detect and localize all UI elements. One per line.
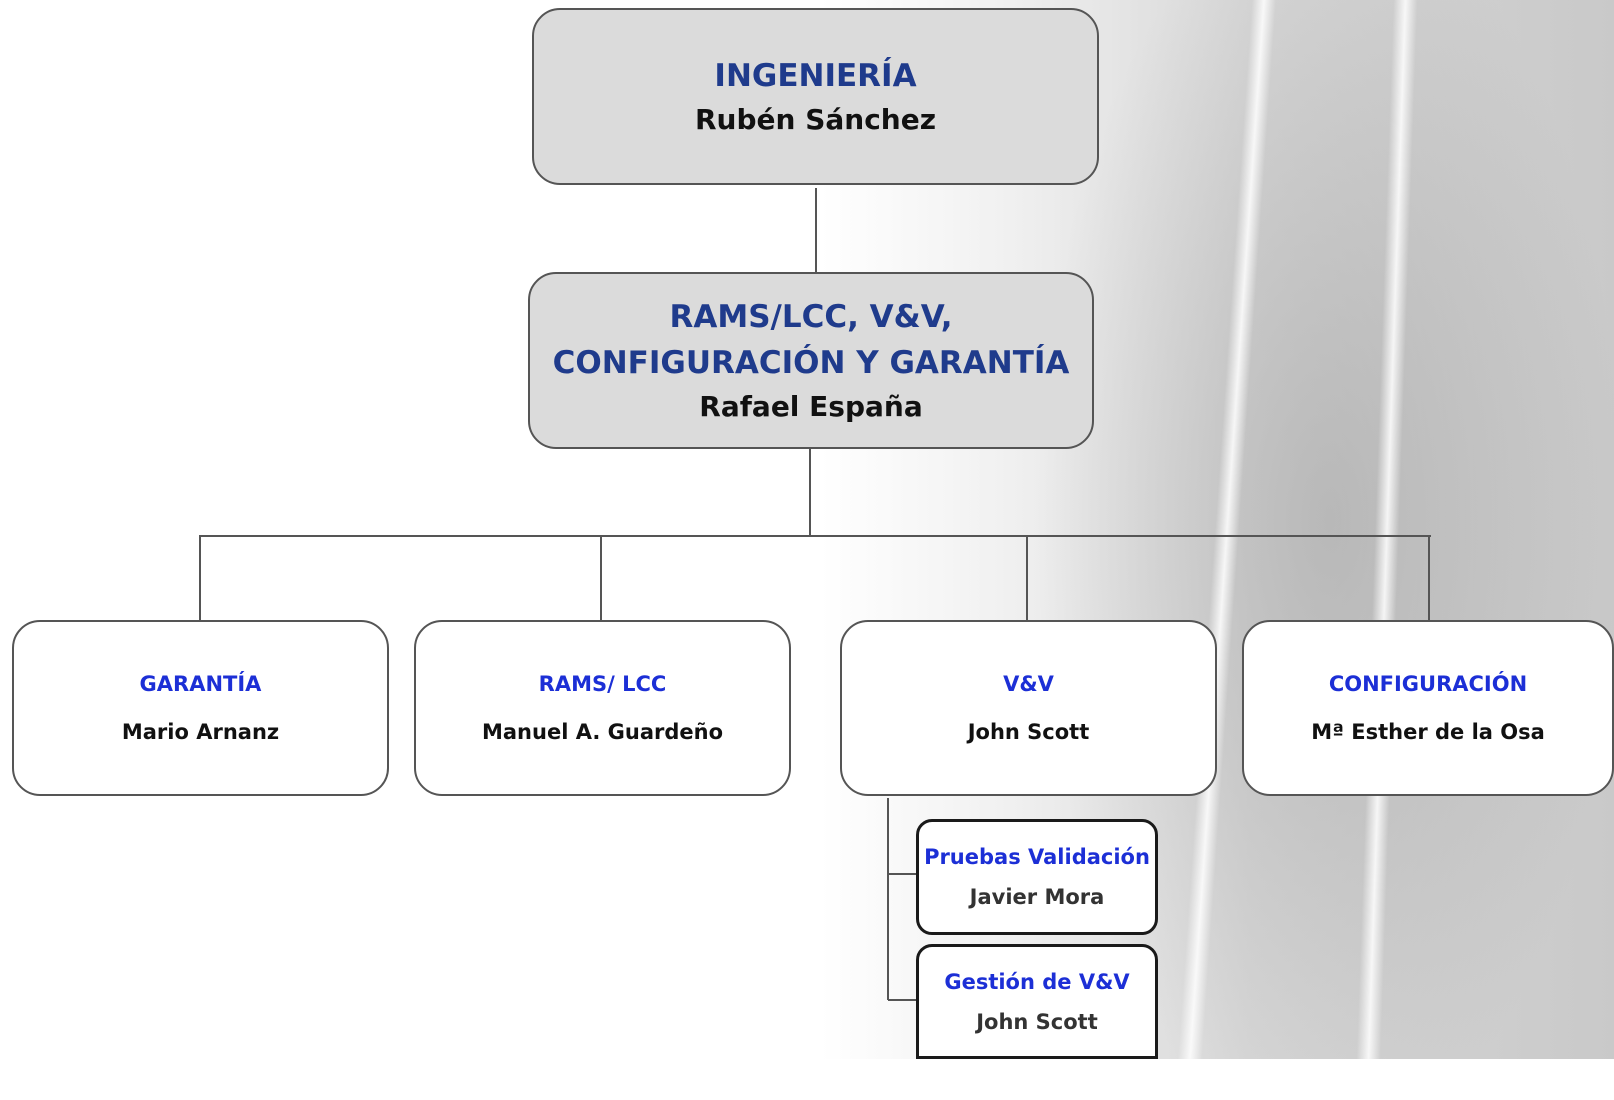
ingenieria-head-name: Rubén Sánchez (694, 102, 937, 136)
configuracion-title: CONFIGURACIÓN (1328, 672, 1528, 696)
pruebas-validacion-head-name: Javier Mora (969, 885, 1105, 909)
configuracion-box: CONFIGURACIÓN Mª Esther de la Osa (1242, 620, 1614, 796)
pruebas-validacion-title: Pruebas Validación (924, 845, 1150, 869)
pruebas-validacion-box: Pruebas Validación Javier Mora (916, 819, 1158, 935)
configuracion-head-name: Mª Esther de la Osa (1311, 720, 1545, 744)
gestion-vv-title: Gestión de V&V (944, 969, 1130, 994)
rams-lcc-box: RAMS/ LCC Manuel A. Guardeño (414, 620, 791, 796)
rams-lcc-head-name: Manuel A. Guardeño (481, 720, 724, 744)
vv-title: V&V (1003, 672, 1054, 696)
garantia-head-name: Mario Arnanz (121, 720, 280, 744)
gestion-vv-box: Gestión de V&V John Scott (916, 944, 1158, 1059)
ingenieria-box: INGENIERÍA Rubén Sánchez (532, 8, 1099, 185)
vv-box: V&V John Scott (840, 620, 1217, 796)
rams-lcc-title: RAMS/ LCC (538, 672, 667, 696)
rams-vv-title-line1: RAMS/LCC, V&V, (669, 298, 953, 335)
rams-vv-head-name: Rafael España (699, 389, 923, 423)
rams-vv-config-garantia-box: RAMS/LCC, V&V, CONFIGURACIÓN Y GARANTÍA … (528, 272, 1094, 449)
vv-head-name: John Scott (967, 720, 1090, 744)
rams-vv-title-line2: CONFIGURACIÓN Y GARANTÍA (552, 344, 1070, 381)
org-connector-lines (199, 188, 1431, 1001)
garantia-title: GARANTÍA (139, 672, 262, 696)
ingenieria-title: INGENIERÍA (714, 57, 917, 94)
garantia-box: GARANTÍA Mario Arnanz (12, 620, 389, 796)
gestion-vv-head-name: John Scott (976, 1009, 1098, 1034)
